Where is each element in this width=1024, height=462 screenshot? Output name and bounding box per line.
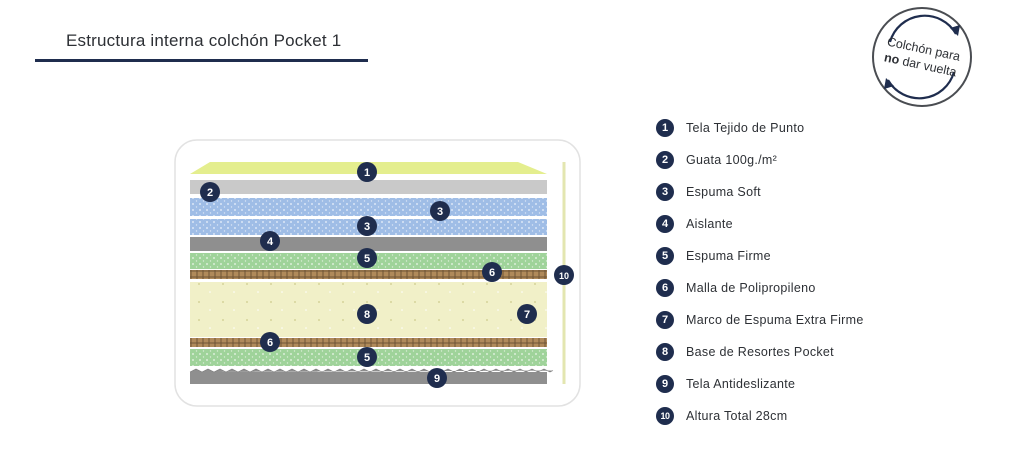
legend-item: 7 Marco de Espuma Extra Firme	[656, 304, 864, 336]
legend-item: 4 Aislante	[656, 208, 864, 240]
legend-number-badge: 9	[656, 375, 674, 393]
svg-text:3: 3	[364, 221, 370, 233]
arrowhead-bottom-icon	[884, 78, 894, 89]
legend-item: 1 Tela Tejido de Punto	[656, 112, 864, 144]
marker-3b: 3	[357, 216, 377, 236]
legend-number-badge: 3	[656, 183, 674, 201]
legend-label: Altura Total 28cm	[686, 409, 788, 423]
marker-10: 10	[554, 265, 574, 285]
marker-1: 1	[357, 162, 377, 182]
legend-number-badge: 6	[656, 279, 674, 297]
layer-mesh-top	[190, 270, 547, 279]
badge-ring	[872, 7, 972, 107]
legend-label: Espuma Soft	[686, 185, 761, 199]
marker-9: 9	[427, 368, 447, 388]
rotate-arrow-top-icon	[888, 14, 957, 43]
layer-wadding	[190, 180, 547, 194]
marker-4: 4	[260, 231, 280, 251]
legend-number-badge: 4	[656, 215, 674, 233]
legend-item: 9 Tela Antideslizante	[656, 368, 864, 400]
legend-label: Base de Resortes Pocket	[686, 345, 834, 359]
rotate-arrow-bottom-icon	[887, 71, 956, 100]
badge-line2-bold: no	[883, 50, 901, 67]
legend-number-badge: 5	[656, 247, 674, 265]
svg-text:1: 1	[364, 167, 370, 179]
svg-text:6: 6	[267, 337, 273, 349]
layer-mesh-bottom	[190, 338, 547, 347]
legend-number-badge: 8	[656, 343, 674, 361]
legend-label: Espuma Firme	[686, 249, 771, 263]
title-underline	[35, 59, 368, 62]
svg-text:4: 4	[267, 236, 274, 248]
legend-number-badge: 10	[656, 407, 674, 425]
legend-number-badge: 7	[656, 311, 674, 329]
mattress-diagram: 1 2 3 3 4 5 6 10 8 7 6 5 9	[174, 139, 581, 407]
page-title: Estructura interna colchón Pocket 1	[66, 31, 342, 50]
svg-text:6: 6	[489, 267, 495, 279]
marker-6b: 6	[260, 332, 280, 352]
svg-text:7: 7	[524, 309, 530, 321]
legend-number-badge: 1	[656, 119, 674, 137]
marker-3a: 3	[430, 201, 450, 221]
arrowhead-top-icon	[950, 25, 960, 36]
layer-markers: 1 2 3 3 4 5 6 10 8 7 6 5 9	[200, 162, 574, 388]
legend-item: 2 Guata 100g./m²	[656, 144, 864, 176]
marker-7: 7	[517, 304, 537, 324]
marker-5a: 5	[357, 248, 377, 268]
legend-label: Marco de Espuma Extra Firme	[686, 313, 864, 327]
legend-item: 8 Base de Resortes Pocket	[656, 336, 864, 368]
marker-5b: 5	[357, 347, 377, 367]
legend-label: Tela Antideslizante	[686, 377, 796, 391]
legend-label: Aislante	[686, 217, 733, 231]
svg-text:5: 5	[364, 352, 370, 364]
legend-label: Tela Tejido de Punto	[686, 121, 805, 135]
svg-text:3: 3	[437, 206, 443, 218]
no-flip-badge: Colchón para no dar vuelta	[872, 7, 972, 107]
legend-label: Malla de Polipropileno	[686, 281, 816, 295]
legend-item: 5 Espuma Firme	[656, 240, 864, 272]
svg-text:2: 2	[207, 187, 213, 199]
legend-number-badge: 2	[656, 151, 674, 169]
marker-2: 2	[200, 182, 220, 202]
svg-text:8: 8	[364, 309, 370, 321]
legend-item: 6 Malla de Polipropileno	[656, 272, 864, 304]
legend-label: Guata 100g./m²	[686, 153, 778, 167]
svg-text:9: 9	[434, 373, 440, 385]
layer-non-slip-fabric	[190, 372, 547, 384]
marker-8: 8	[357, 304, 377, 324]
legend-item: 3 Espuma Soft	[656, 176, 864, 208]
legend-item: 10 Altura Total 28cm	[656, 400, 864, 432]
svg-text:5: 5	[364, 253, 370, 265]
marker-6a: 6	[482, 262, 502, 282]
svg-text:10: 10	[559, 271, 569, 281]
